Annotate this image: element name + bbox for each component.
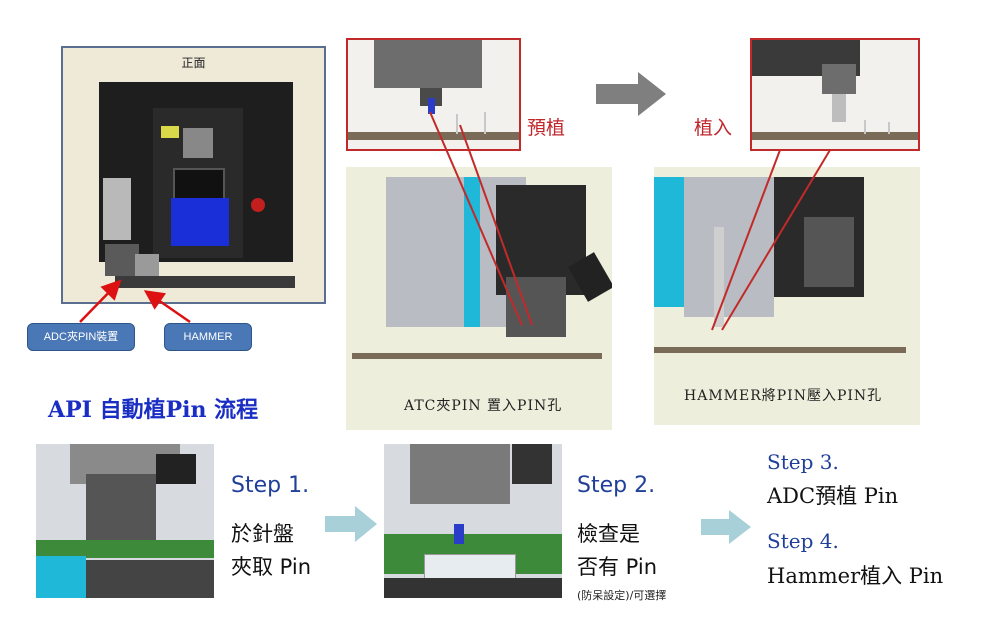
photo-hammer: HAMMER將PIN壓入PIN孔 xyxy=(654,167,920,425)
label-insert: 植入 xyxy=(694,117,733,139)
step-1-heading: Step 1. xyxy=(231,473,310,498)
flow-arrow-2 xyxy=(701,510,751,544)
blue-motor xyxy=(171,198,229,246)
page-title: API 自動植Pin 流程 xyxy=(48,397,259,423)
photo-atc: ATC夾PIN 置入PIN孔 xyxy=(346,167,612,430)
gray-arrow xyxy=(596,72,666,116)
zoom-pre-plant xyxy=(346,38,521,151)
step-2-note: (防呆設定)/可選擇 xyxy=(577,589,667,602)
step-1-line-2: 夾取 Pin xyxy=(231,555,312,579)
caption-atc: ATC夾PIN 置入PIN孔 xyxy=(404,398,563,414)
step-4-text: Hammer植入 Pin xyxy=(767,564,944,588)
step-2-heading: Step 2. xyxy=(577,473,656,498)
step-1-line-1: 於針盤 xyxy=(231,522,294,546)
step-2-line-2: 否有 Pin xyxy=(577,555,658,579)
indicator-light xyxy=(161,126,179,138)
front-view-panel: 正面 xyxy=(61,46,326,304)
side-clamp xyxy=(103,178,131,240)
photo-step-1 xyxy=(36,444,214,598)
red-button xyxy=(251,198,265,212)
step-3-text: ADC預植 Pin xyxy=(767,484,899,508)
front-view-title: 正面 xyxy=(181,56,206,70)
step-4-heading: Step 4. xyxy=(767,529,839,553)
callout-adc: ADC夾PIN裝置 xyxy=(27,323,135,351)
photo-step-2 xyxy=(384,444,562,598)
label-pre-plant: 預植 xyxy=(527,117,566,139)
zoom-insert xyxy=(750,38,920,151)
callout-hammer: HAMMER xyxy=(164,323,252,351)
step-2-line-1: 檢查是 xyxy=(577,522,640,546)
step-3-heading: Step 3. xyxy=(767,450,839,474)
caption-hammer: HAMMER將PIN壓入PIN孔 xyxy=(684,388,883,404)
flow-arrow-1 xyxy=(325,506,377,542)
